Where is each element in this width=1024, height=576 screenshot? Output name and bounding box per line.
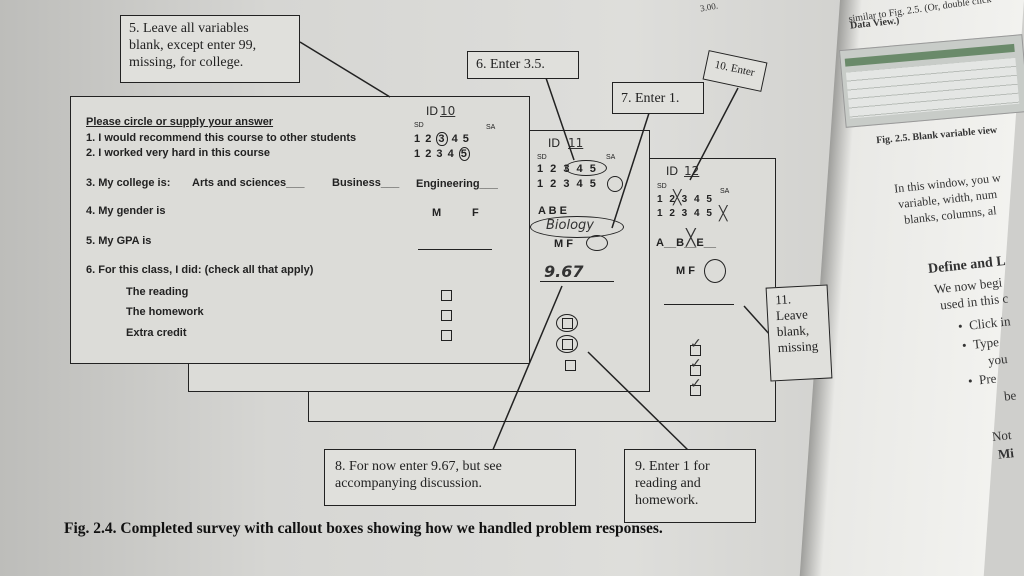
callout-line: reading and (635, 476, 701, 491)
callout-line: missing (777, 338, 819, 356)
scale-sd-label-3: SD (657, 183, 667, 190)
question-3: 3. My college is: (86, 177, 171, 189)
q2-scale-2: 1 2 3 4 5 (537, 178, 598, 190)
q4-option-f: F (472, 207, 479, 219)
callout-8: 8. For now enter 9.67, but see accompany… (324, 449, 576, 506)
checkbox-extra-credit-3 (690, 385, 701, 396)
q2-cross-mark-3: ╳ (719, 206, 728, 222)
checkbox-homework (441, 310, 452, 321)
q3-letters-3: A__B__E__ (656, 237, 716, 249)
question-4: 4. My gender is (86, 205, 166, 217)
callout-line: 5. Leave all variables (129, 21, 249, 36)
scale-sd-label-2: SD (537, 154, 547, 161)
callout-line: 6. Enter 3.5. (476, 57, 545, 72)
q6-option-homework: The homework (126, 306, 204, 318)
checkmark-icon: ✓ (690, 356, 702, 372)
q1-scale: 1 2 3 4 5 (414, 132, 470, 146)
callout-line: 10. Enter (713, 58, 756, 79)
q2-scale-3: 1 2 3 4 5 (657, 208, 714, 219)
gpa-line-2 (540, 281, 614, 282)
q3-written-answer-2: Biology (546, 218, 594, 233)
callout-line: 7. Enter 1. (621, 91, 680, 106)
scale-sa-label-3: SA (720, 188, 730, 195)
q2-answer-circle-2 (607, 176, 623, 192)
callout-line: accompanying discussion. (335, 476, 482, 491)
gpa-blank-line (418, 249, 492, 250)
q6-option-reading: The reading (126, 286, 189, 298)
gpa-written-2: 9.67 (544, 262, 584, 281)
callout-line: blank, except enter 99, (129, 38, 257, 53)
q3-option-business: Business___ (332, 177, 400, 189)
figure-caption: Fig. 2.4. Completed survey with callout … (64, 520, 663, 537)
scale-sd-label: SD (414, 122, 424, 129)
q3-letters-2: A B E (538, 205, 567, 217)
q1-answer-circle-2 (565, 160, 607, 176)
checkbox-extra-credit (441, 330, 452, 341)
id-value-3: 12 (684, 164, 700, 178)
question-6: 6. For this class, I did: (check all tha… (86, 264, 314, 276)
callout-line: homework. (635, 493, 699, 508)
q3-option-arts: Arts and sciences___ (192, 177, 305, 189)
q4-answer-circle-3 (704, 259, 726, 283)
checkmark-icon: ✓ (690, 336, 702, 352)
checkmark-icon: ✓ (690, 376, 702, 392)
survey-instructions: Please circle or supply your answer (86, 116, 274, 128)
checkbox-circle-2a (556, 314, 578, 332)
q1-scale-3: 1 2 3 4 5 (657, 194, 714, 205)
q6-option-extra-credit: Extra credit (126, 327, 187, 339)
id-value: 10 (440, 104, 456, 118)
callout-line: 9. Enter 1 for (635, 459, 710, 474)
callout-9: 9. Enter 1 for reading and homework. (624, 449, 756, 523)
q1-cross-mark-3: ╳ (673, 190, 682, 206)
scale-sa-label-2: SA (606, 154, 616, 161)
q3-cross-mark-3: ╳ (686, 228, 696, 247)
checkbox-extra-credit-2 (565, 360, 576, 371)
scale-sa-label: SA (486, 124, 496, 131)
checkbox-homework-3 (690, 365, 701, 376)
checkbox-circle-2b (556, 335, 578, 353)
q4-option-m: M (432, 207, 442, 219)
q4-options-3: M F (676, 265, 695, 277)
q4-answer-circle-2 (586, 235, 608, 251)
callout-7: 7. Enter 1. (612, 82, 704, 114)
survey-sheet-1 (70, 96, 530, 364)
callout-11: 11. Leave blank, missing (765, 284, 833, 382)
callout-line: 8. For now enter 9.67, but see (335, 459, 502, 474)
q3-option-engineering: Engineering___ (416, 178, 498, 190)
callout-line: missing, for college. (129, 55, 244, 70)
callout-6: 6. Enter 3.5. (467, 51, 579, 79)
callout-5: 5. Leave all variables blank, except ent… (120, 15, 300, 83)
question-5: 5. My GPA is (86, 235, 152, 247)
gpa-line-3 (664, 304, 734, 305)
q4-options-2: M F (554, 238, 573, 250)
question-2: 2. I worked very hard in this course (86, 147, 271, 159)
question-1: 1. I would recommend this course to othe… (86, 132, 357, 144)
q2-scale: 1 2 3 4 5 (414, 147, 470, 161)
checkbox-reading (441, 290, 452, 301)
q3-written-circle-2 (530, 216, 624, 238)
id-value-2: 11 (568, 136, 584, 150)
checkbox-reading-3 (690, 345, 701, 356)
